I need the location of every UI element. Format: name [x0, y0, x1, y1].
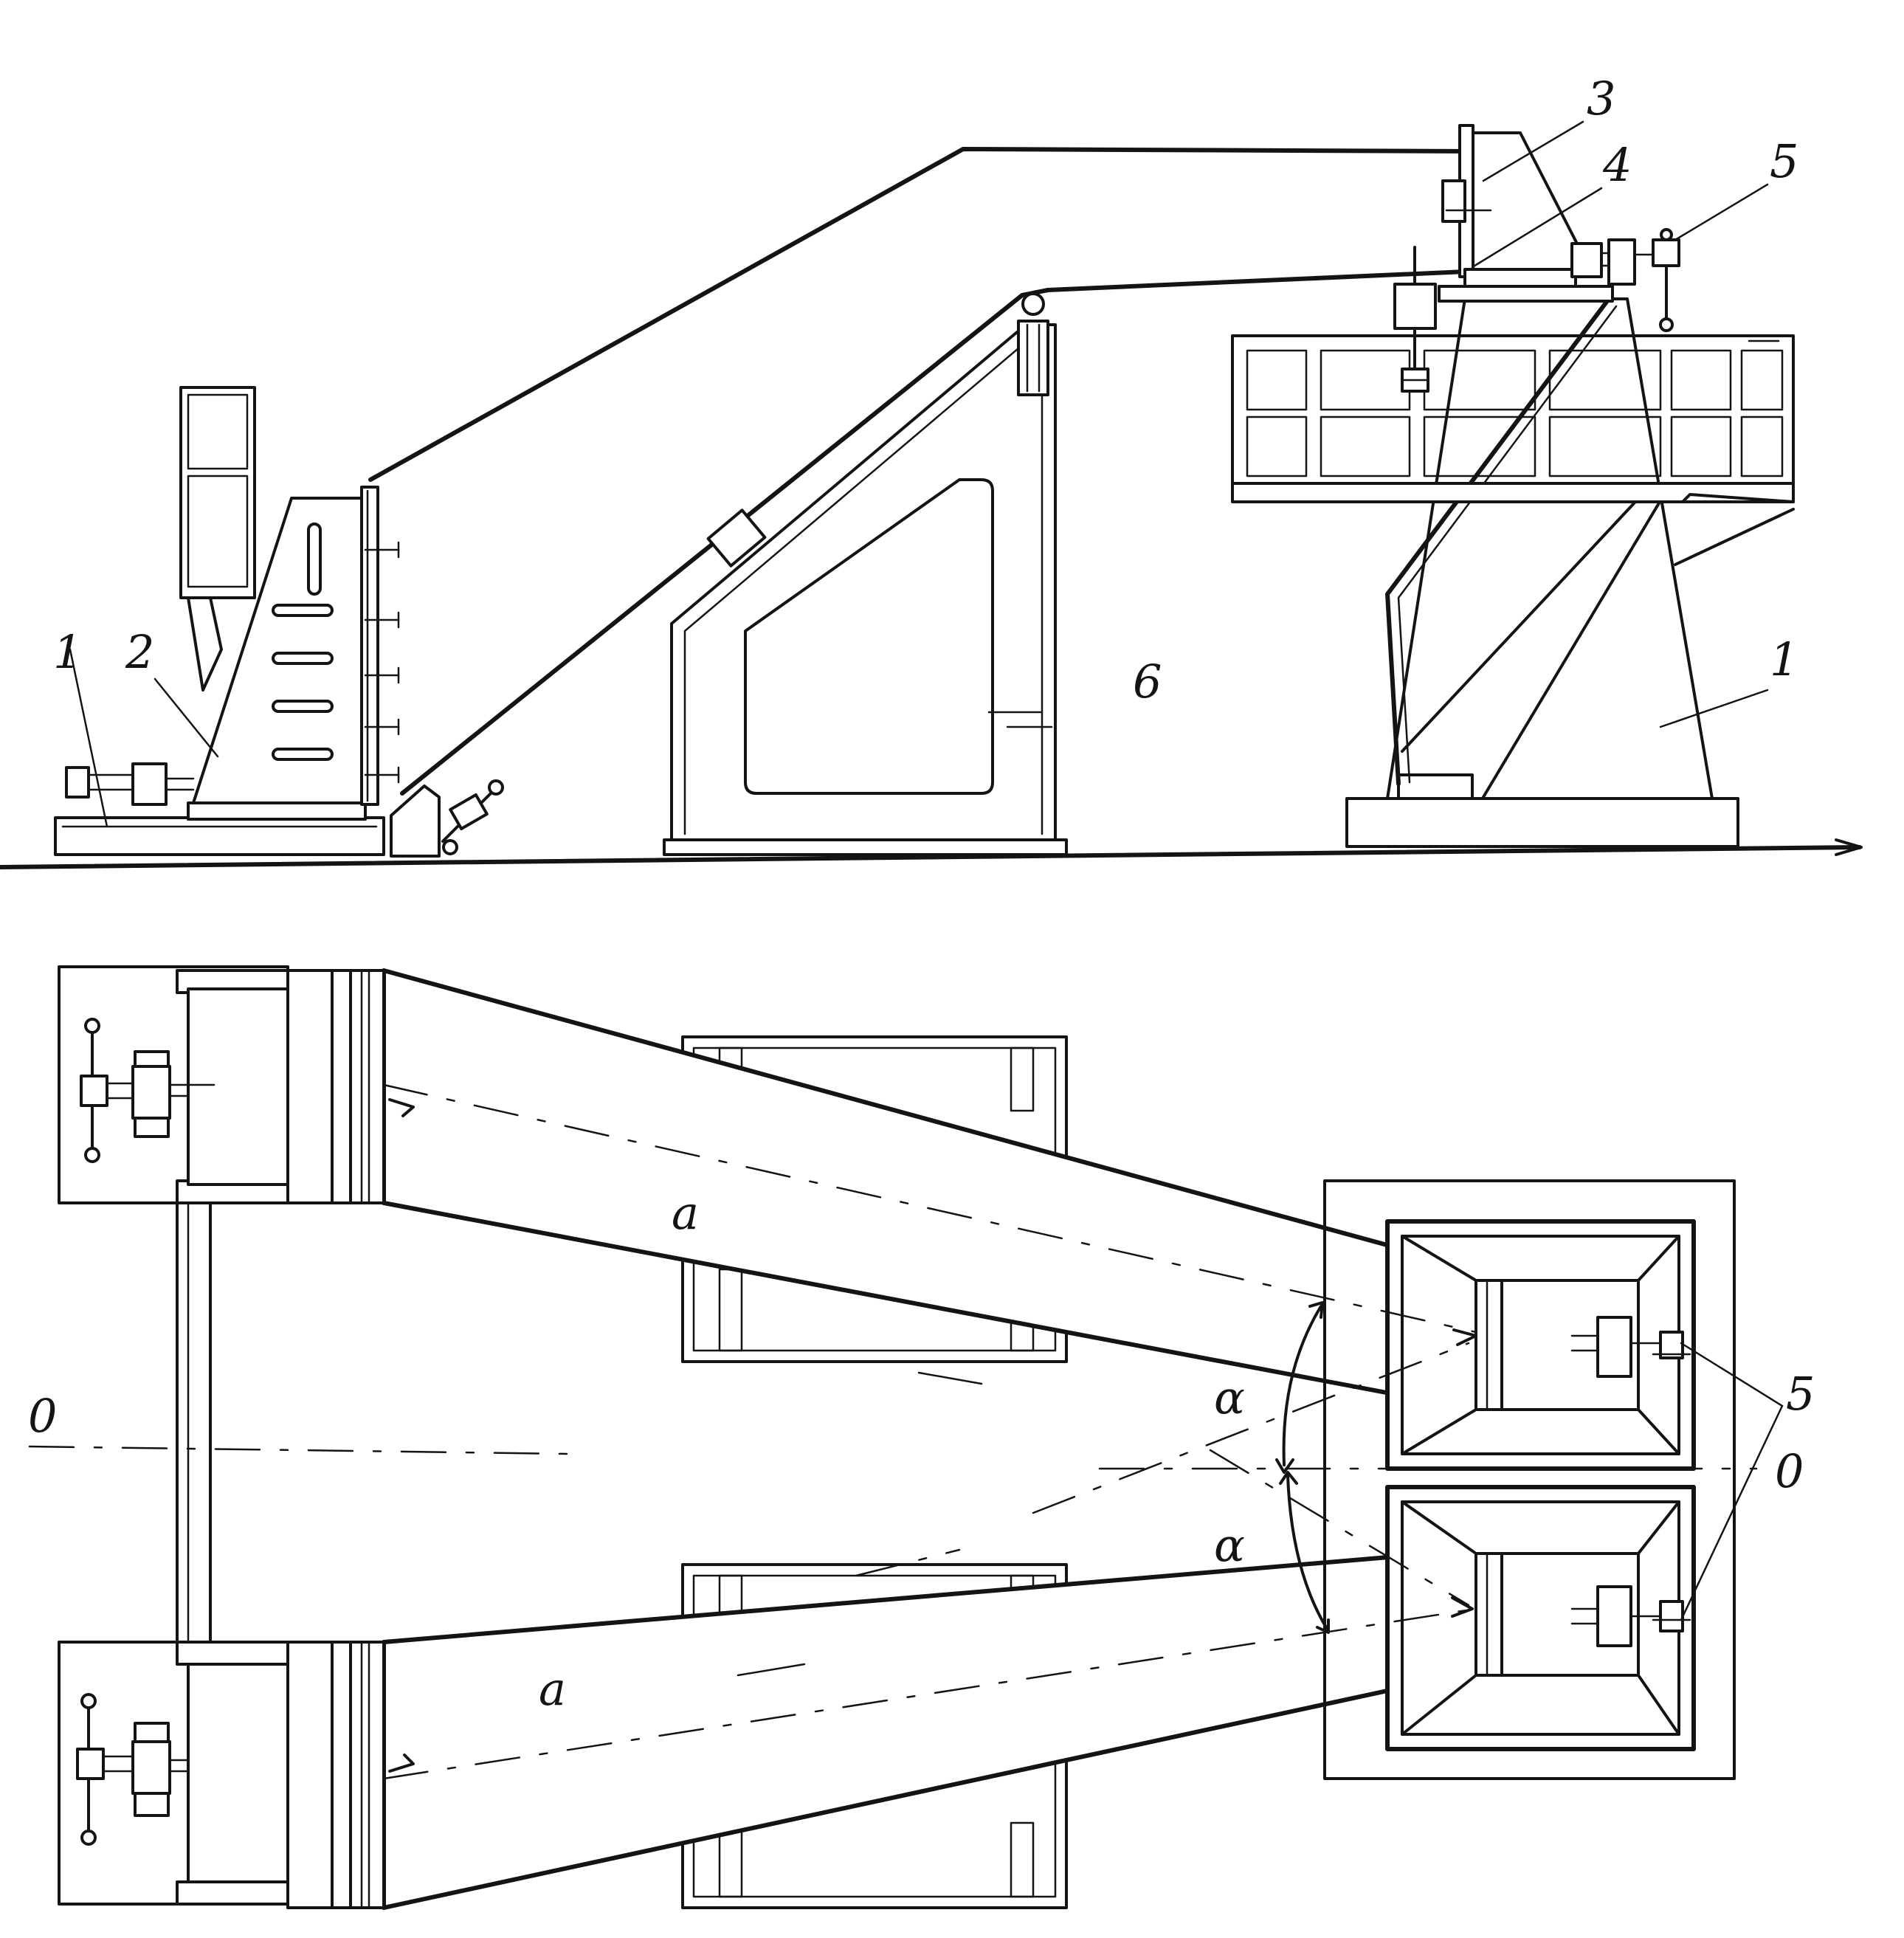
- plan-view: [28, 965, 1784, 1910]
- ground-line: [0, 838, 1863, 869]
- left-base-plate: [54, 801, 385, 856]
- elevation-view: [0, 120, 1863, 869]
- callout-2: 2: [125, 625, 154, 679]
- right-column-and-platform: [1231, 297, 1795, 848]
- right-base-plan: [1323, 1179, 1736, 1780]
- callout-1-right: 1: [1770, 632, 1798, 686]
- right-positioner: [1393, 124, 1680, 393]
- axis-label-o-left: 0: [28, 1389, 57, 1443]
- callout-3: 3: [1587, 72, 1615, 125]
- angle-label-alpha-lower: α: [1214, 1518, 1245, 1572]
- right-positioner-plan-lower: [1385, 1485, 1696, 1751]
- left-positioner-plan-upper: [58, 965, 385, 1204]
- callout-labels: 1 2 3 4 5 6 1 5 0 0 α α a a: [28, 72, 1815, 1716]
- dimension-label-a-lower: a: [539, 1662, 566, 1716]
- plan-leaders: [737, 1342, 1784, 1677]
- left-positioner: [192, 486, 400, 806]
- dimension-label-a-upper: a: [672, 1186, 699, 1240]
- middle-support-stand: [663, 292, 1068, 856]
- left-connecting-frame: [176, 1201, 212, 1644]
- angle-dimension: [388, 1098, 1477, 1773]
- callout-5-top: 5: [1770, 134, 1798, 188]
- right-positioner-plan-upper: [1385, 1219, 1696, 1471]
- lever-clamp-left: [390, 779, 504, 858]
- angle-label-alpha-upper: α: [1214, 1370, 1245, 1424]
- left-positioner-plan-lower: [58, 1641, 385, 1909]
- callout-1-left: 1: [53, 625, 82, 679]
- elevation-leaders: [69, 120, 1769, 828]
- callout-4: 4: [1602, 138, 1632, 192]
- center-lines: [28, 1083, 1758, 1780]
- callout-6: 6: [1133, 655, 1162, 708]
- callout-5-plan: 5: [1786, 1367, 1815, 1421]
- axis-label-o-right: 0: [1775, 1444, 1804, 1498]
- left-frame-tower: [179, 386, 256, 692]
- left-drive-elevation: [65, 762, 195, 806]
